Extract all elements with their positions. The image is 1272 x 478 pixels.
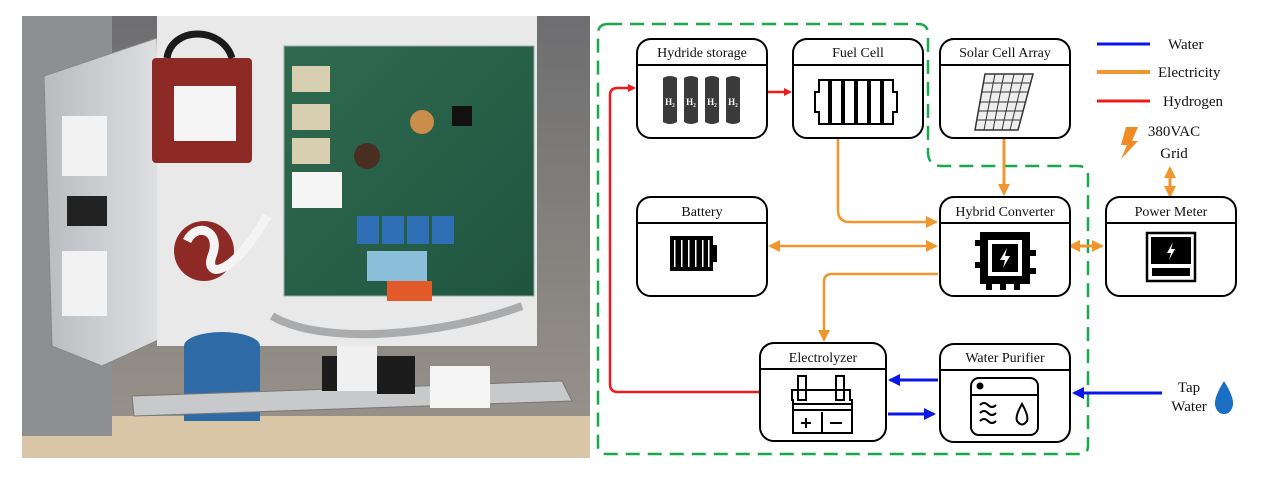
capacitor-large <box>354 143 380 169</box>
converter-chip-icon <box>975 232 1036 290</box>
component-fuel-cell: Fuel Cell <box>792 38 924 139</box>
water-drop-icon <box>1214 381 1234 414</box>
film-cap-2 <box>382 216 404 244</box>
white-cable <box>182 213 271 274</box>
contactor-1 <box>62 116 107 176</box>
battery-title: Battery <box>681 205 722 220</box>
info-sticker <box>337 346 377 391</box>
ic-chip <box>452 106 472 126</box>
film-cap-3 <box>407 216 429 244</box>
component-hybrid-converter: Hybrid Converter <box>939 196 1071 297</box>
tap-water-label-line1: Tap <box>1178 380 1200 396</box>
battery-icon <box>670 236 717 271</box>
table-surface <box>22 416 590 458</box>
film-cap-4 <box>432 216 454 244</box>
hardware-photo <box>22 16 590 458</box>
component-water-purifier: Water Purifier <box>939 343 1071 443</box>
flow-hydrogen-electrolyzer-to-hydride <box>608 84 760 394</box>
power-meter-title: Power Meter <box>1135 205 1208 220</box>
transformer-cables <box>163 30 236 60</box>
relay-block <box>67 196 107 226</box>
tank-label: H₂ <box>686 97 696 107</box>
water-purifier-title: Water Purifier <box>965 351 1045 366</box>
grid-label: Grid <box>1160 146 1188 162</box>
flow-electricity-fuelcell-to-converter <box>836 138 938 228</box>
terminal-orange <box>387 281 432 301</box>
dc-module-1 <box>292 66 330 92</box>
legend: Water Electricity Hydrogen <box>1097 37 1223 110</box>
capacitor-small <box>410 110 434 134</box>
component-battery: Battery <box>636 196 768 297</box>
grey-cable <box>269 302 524 339</box>
fuel-cell-title: Fuel Cell <box>832 46 884 61</box>
transformer-label <box>174 86 236 141</box>
tank-label: H₂ <box>707 97 717 107</box>
power-meter-icon <box>1145 231 1197 283</box>
hydride-storage-title: Hydride storage <box>657 46 747 61</box>
water-purifier-icon <box>970 377 1039 436</box>
legend-hydrogen-label: Hydrogen <box>1163 94 1223 110</box>
film-cap-1 <box>357 216 379 244</box>
heatsink-black-2 <box>377 356 415 394</box>
lightning-icon <box>1121 127 1138 159</box>
hardware-photo-illustration <box>22 16 590 458</box>
legend-water-label: Water <box>1168 37 1203 53</box>
electrolyzer-title: Electrolyzer <box>789 351 858 366</box>
contactor-2 <box>62 251 107 316</box>
component-electrolyzer: Electrolyzer <box>759 342 887 442</box>
system-boundary <box>596 22 1090 456</box>
solar-title: Solar Cell Array <box>959 46 1051 61</box>
tap-water-source: Tap Water <box>1171 380 1234 415</box>
tap-water-label-line2: Water <box>1171 399 1206 415</box>
resistor-bank <box>367 251 427 281</box>
wiring-label <box>430 366 490 408</box>
hydrogen-tanks-icon: H₂ H₂ H₂ H₂ <box>663 76 740 124</box>
grid-voltage-label: 380VAC <box>1148 124 1200 140</box>
tank-label: H₂ <box>665 97 675 107</box>
dc-module-2 <box>292 104 330 130</box>
fuel-cell-stack-icon <box>814 79 898 125</box>
flow-electricity-converter-to-electrolyzer <box>818 272 938 342</box>
electrolyzer-icon <box>791 375 853 434</box>
legend-electricity-label: Electricity <box>1158 65 1221 81</box>
heatsink-white <box>292 172 342 208</box>
converter-title: Hybrid Converter <box>955 205 1054 220</box>
component-power-meter: Power Meter <box>1105 196 1237 297</box>
grid-source: 380VAC Grid <box>1121 124 1200 162</box>
tank-label: H₂ <box>728 97 738 107</box>
solar-panel-icon <box>974 73 1034 131</box>
component-hydride-storage: Hydride storage H₂ H₂ H₂ H₂ <box>636 38 768 139</box>
dc-module-3 <box>292 138 330 164</box>
component-solar-cell-array: Solar Cell Array <box>939 38 1071 139</box>
